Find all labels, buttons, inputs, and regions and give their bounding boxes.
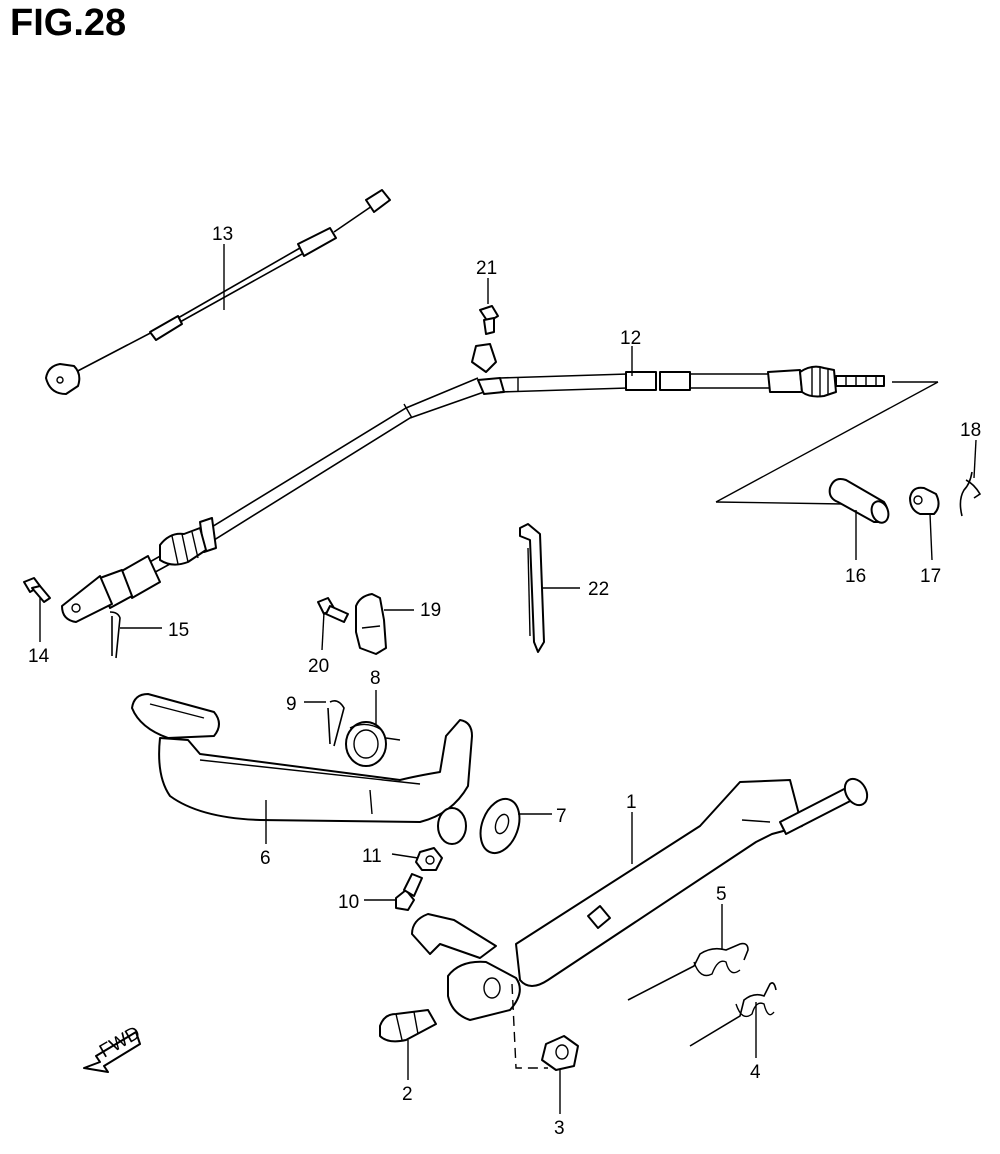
callout-22: 22 [588,579,609,600]
part-12-cable [61,343,885,623]
leader-12-16 [715,381,939,505]
part-15-pin [109,611,121,659]
part-10-bolt [395,873,423,911]
callout-5: 5 [716,884,727,905]
part-13-cable [45,189,391,395]
callout-8: 8 [370,668,381,689]
callout-21: 21 [476,258,497,279]
part-6-brake-pedal [131,693,473,845]
callout-12: 12 [620,328,641,349]
part-5-spring [627,942,749,1001]
callout-1: 1 [626,792,637,813]
part-14-pin [23,577,51,603]
callout-7: 7 [556,806,567,827]
callout-leaders [39,244,977,1114]
callout-20: 20 [308,656,329,677]
callout-17: 17 [920,566,941,587]
part-19-bracket [355,593,387,655]
part-8-spring [345,721,401,767]
callout-16: 16 [845,566,866,587]
callout-6: 6 [260,848,271,869]
part-21-bolt [479,305,499,335]
callout-15: 15 [168,620,189,641]
figure-title: FIG.28 [10,2,127,44]
part-1-side-stand [411,777,869,1021]
callout-14: 14 [28,646,50,667]
part-9-pin [327,700,345,747]
part-3-nut [541,1035,579,1071]
callout-10: 10 [338,892,359,913]
fwd-arrow-icon [83,1031,141,1073]
callout-13: 13 [212,224,233,245]
part-22-bracket [519,523,545,653]
callout-19: 19 [420,600,441,621]
callout-numbers: 13 21 12 18 16 17 22 14 15 19 20 8 9 6 7… [28,224,981,1139]
part-20-bolt [317,597,349,623]
part-17-nut [909,486,940,515]
callout-3: 3 [554,1118,565,1139]
part-7-washer [479,797,521,855]
part-2-bolt [379,1009,437,1043]
part-18-pin [959,471,982,517]
callout-4: 4 [750,1062,761,1083]
callout-9: 9 [286,694,297,715]
part-4-spring [689,982,777,1047]
part-11-nut [415,847,443,871]
callout-11: 11 [362,846,382,867]
part-16-rod-end [828,478,890,524]
callout-2: 2 [402,1084,413,1105]
callout-18: 18 [960,420,981,441]
